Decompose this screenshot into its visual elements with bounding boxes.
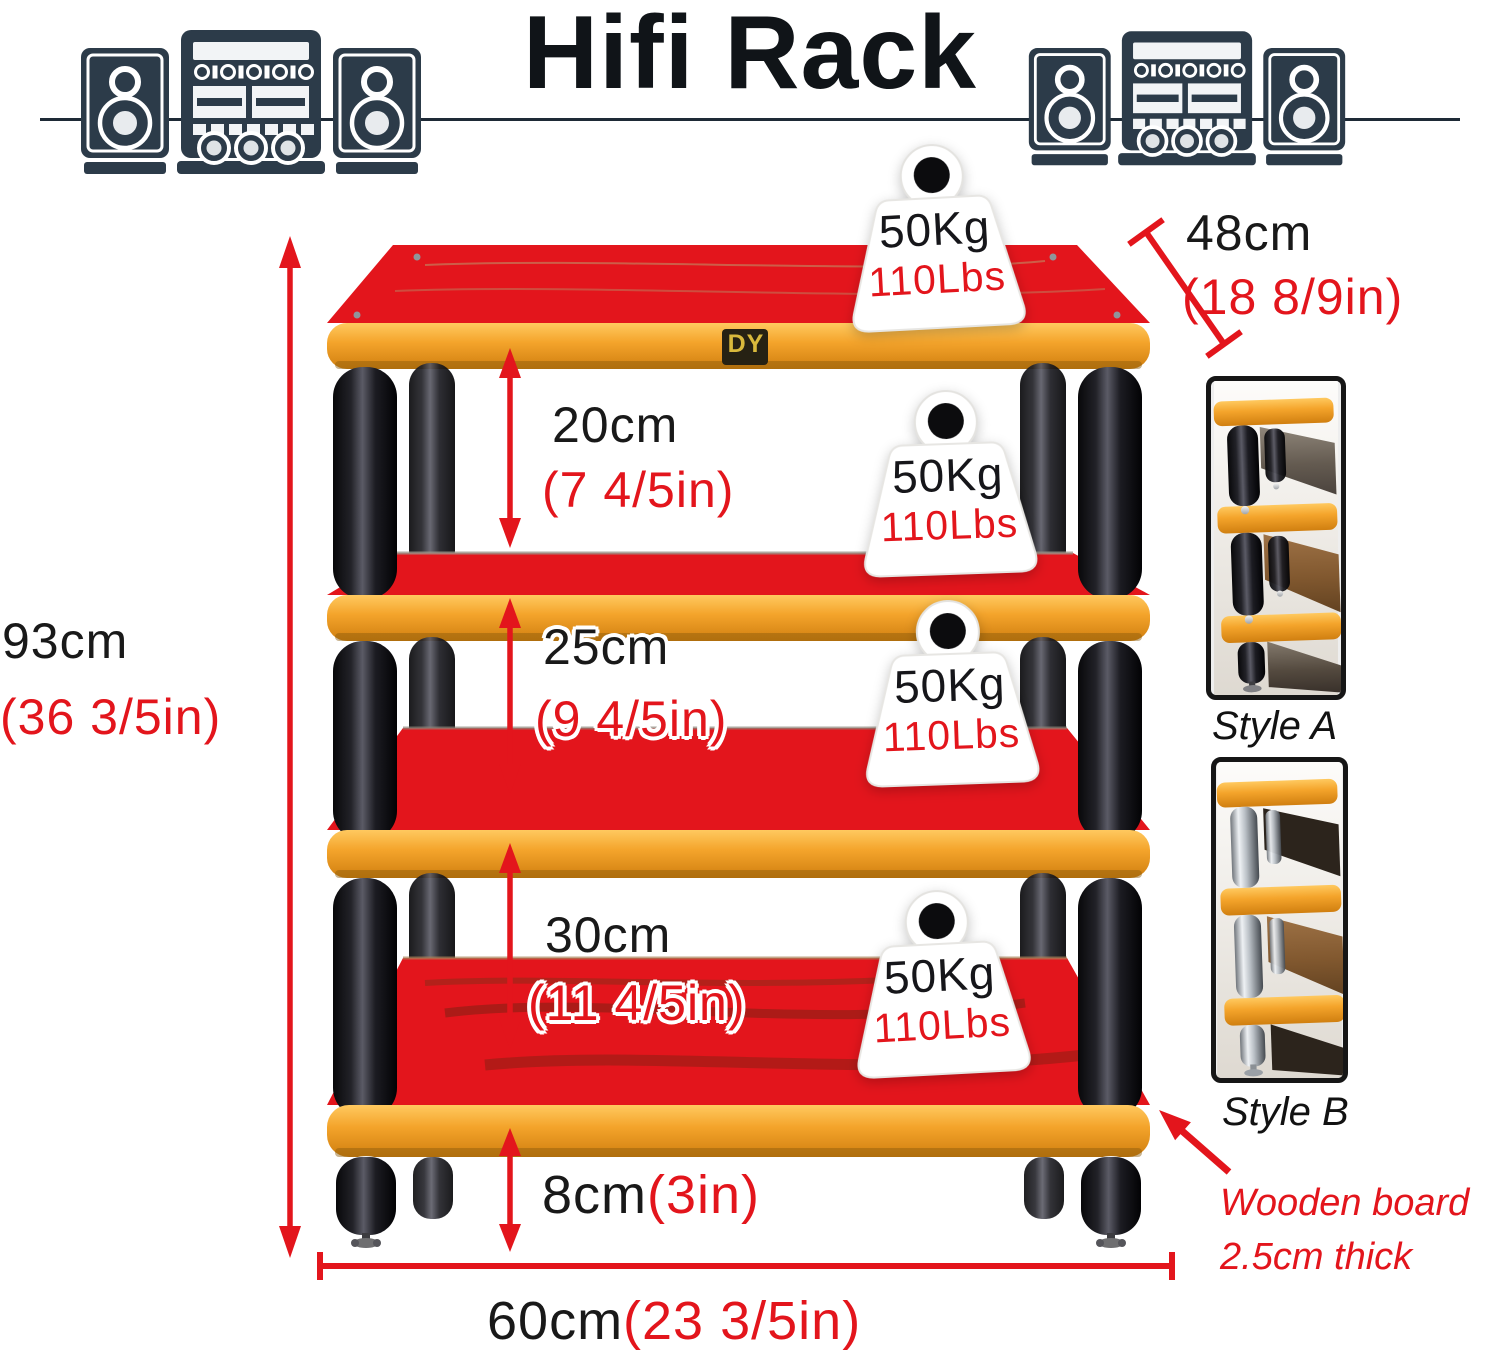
width-value: 60cm [487, 1291, 624, 1351]
depth-dimension-arrow [1127, 217, 1243, 359]
shelf-gap-arrow-bottom [499, 843, 521, 1049]
height-imperial: (36 3/5in) [0, 689, 222, 745]
gap-top-imperial: (7 4/5in) [542, 462, 735, 518]
gap-top-value: 20cm [552, 397, 679, 453]
weight-badge: 50Kg 110Lbs [840, 137, 1030, 336]
width-imperial: (23 3/5in) [623, 1291, 862, 1351]
clearance-label: 8cm(3in) [542, 1168, 760, 1222]
style-a-thumbnail [1206, 376, 1346, 700]
weight-lbs-label: 110Lbs [879, 499, 1019, 551]
note-arrow [1159, 1110, 1232, 1175]
style-a-image [1213, 381, 1341, 695]
weight-kg-label: 50Kg [893, 657, 1007, 713]
gap-middle-imperial: (9 4/5in) [535, 691, 728, 747]
note-line1: Wooden board [1220, 1182, 1470, 1224]
gap-bottom-value: 30cm [545, 907, 672, 963]
height-dimension-arrow [279, 236, 301, 1258]
brand-logo: DY [727, 330, 765, 358]
width-dimension-line [317, 1252, 1175, 1280]
rack-feet [336, 1156, 1141, 1248]
weight-icon [866, 600, 1040, 788]
depth-value: 48cm [1186, 205, 1313, 261]
height-value: 93cm [2, 613, 129, 669]
weight-badge: 50Kg 110Lbs [857, 595, 1044, 791]
weight-badge: 50Kg 110Lbs [855, 385, 1042, 581]
gap-bottom-imperial: (11 4/5in) [528, 975, 746, 1031]
weight-kg-label: 50Kg [877, 200, 992, 258]
style-b-image [1216, 762, 1343, 1078]
weight-badge: 50Kg 110Lbs [845, 883, 1035, 1082]
stereo-system-left-icon [78, 20, 424, 178]
note-line2: 2.5cm thick [1220, 1236, 1413, 1278]
style-a-caption: Style A [1212, 704, 1338, 748]
style-b-thumbnail [1211, 757, 1348, 1083]
shelf-gap-arrow-middle [499, 598, 521, 794]
depth-imperial: (18 8/9in) [1182, 269, 1404, 325]
rack-shelf3-band [327, 830, 1150, 878]
weight-icon [857, 890, 1031, 1079]
gap-middle-value: 25cm [543, 619, 670, 675]
clearance-value: 8cm [542, 1165, 648, 1225]
clearance-imperial: (3in) [647, 1165, 761, 1225]
weight-lbs-label: 110Lbs [872, 998, 1013, 1052]
weight-kg-label: 50Kg [891, 447, 1005, 503]
weight-icon [852, 144, 1026, 333]
shelf-gap-arrow-top [499, 348, 521, 548]
width-label: 60cm(23 3/5in) [487, 1294, 861, 1348]
weight-kg-label: 50Kg [882, 946, 997, 1004]
page-title: Hifi Rack [522, 0, 978, 111]
header-divider [40, 118, 1460, 121]
weight-icon [864, 390, 1038, 578]
clearance-arrow [499, 1128, 521, 1252]
weight-lbs-label: 110Lbs [881, 709, 1021, 761]
stereo-system-right-icon [1026, 22, 1348, 169]
weight-lbs-label: 110Lbs [867, 252, 1008, 306]
rack-shelf4-band [327, 1105, 1150, 1157]
style-b-caption: Style B [1222, 1090, 1349, 1134]
